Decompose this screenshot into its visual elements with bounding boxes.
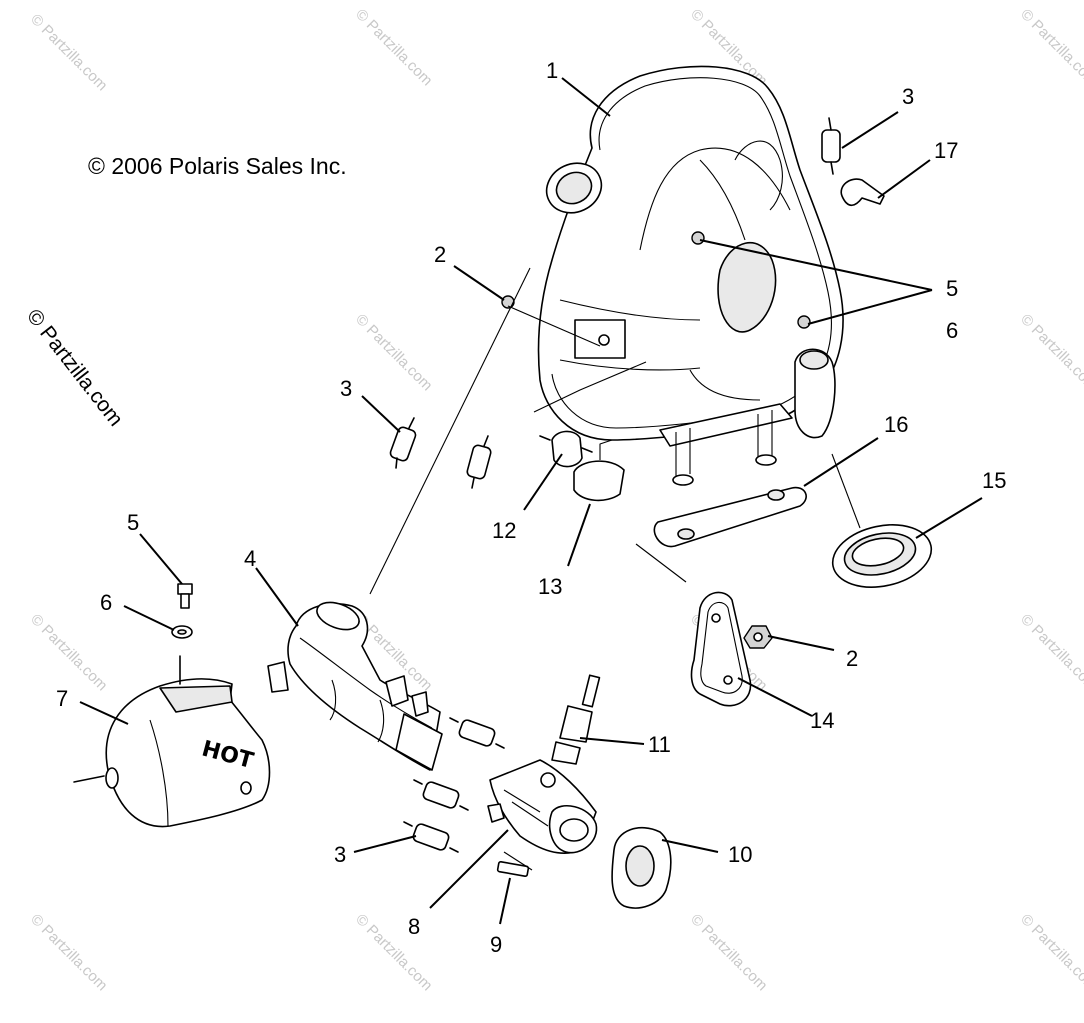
callout-12: 12 xyxy=(492,518,516,543)
exhaust-gasket-part xyxy=(611,826,672,909)
callout-15: 15 xyxy=(982,468,1006,493)
callout-8: 8 xyxy=(408,914,420,939)
callout-numbers: 1 2 2 3 3 3 4 5 5 6 6 7 8 9 10 11 12 13 … xyxy=(56,58,1006,957)
spring-part xyxy=(389,417,417,469)
clip-bracket-part xyxy=(840,178,885,207)
manifold-flange-part xyxy=(487,759,598,854)
callout-3: 3 xyxy=(902,84,914,109)
spring-part xyxy=(466,435,492,489)
ring-gasket-part xyxy=(831,524,933,588)
callout-5: 5 xyxy=(946,276,958,301)
spring-part xyxy=(403,821,459,853)
callout-17: 17 xyxy=(934,138,958,163)
callout-4: 4 xyxy=(244,546,256,571)
rubber-mount-part xyxy=(539,430,593,468)
washer-part xyxy=(171,625,193,639)
exhaust-pipe-part xyxy=(267,601,443,771)
callout-6: 6 xyxy=(946,318,958,343)
watermark-tile: © Partzilla.com xyxy=(1017,311,1084,394)
callout-6: 6 xyxy=(100,590,112,615)
leader-lines xyxy=(79,77,983,925)
flange-gasket-part xyxy=(690,591,752,707)
spring-part xyxy=(413,779,469,811)
watermark-tile: © Partzilla.com xyxy=(352,311,435,394)
callout-2: 2 xyxy=(434,242,446,267)
side-watermark: © Partzilla.com xyxy=(22,305,127,431)
watermark-tile: © Partzilla.com xyxy=(352,6,435,89)
heat-shield-part: HOT xyxy=(73,655,271,828)
oxygen-sensor-part xyxy=(540,674,601,788)
watermark-tile: © Partzilla.com xyxy=(1017,911,1084,994)
nut-part xyxy=(743,625,773,649)
watermark-tile: © Partzilla.com xyxy=(1017,611,1084,694)
watermark-tile: © Partzilla.com xyxy=(27,11,110,94)
callout-13: 13 xyxy=(538,574,562,599)
watermark-tile: © Partzilla.com xyxy=(27,611,110,694)
strap-part xyxy=(573,439,625,502)
spring-part xyxy=(821,117,841,175)
callout-7: 7 xyxy=(56,686,68,711)
callout-10: 10 xyxy=(728,842,752,867)
watermark-tile: © Partzilla.com xyxy=(27,911,110,994)
callout-16: 16 xyxy=(884,412,908,437)
bolt-part xyxy=(177,583,193,609)
copyright-text: © 2006 Polaris Sales Inc. xyxy=(88,153,347,179)
callout-1: 1 xyxy=(546,58,558,83)
stud-part xyxy=(496,860,530,878)
assembly-lines xyxy=(369,267,861,871)
watermark-tile: © Partzilla.com xyxy=(687,911,770,994)
mount-plate-part xyxy=(653,486,807,548)
callout-3: 3 xyxy=(334,842,346,867)
nut-part xyxy=(501,295,515,309)
callout-14: 14 xyxy=(810,708,834,733)
callout-9: 9 xyxy=(490,932,502,957)
callout-3: 3 xyxy=(340,376,352,401)
spring-part xyxy=(449,717,505,749)
watermark-tile: © Partzilla.com xyxy=(352,911,435,994)
watermark-tile: © Partzilla.com xyxy=(1017,6,1084,89)
callout-5: 5 xyxy=(127,510,139,535)
muffler-part xyxy=(537,65,844,486)
callout-2: 2 xyxy=(846,646,858,671)
callout-11: 11 xyxy=(648,732,671,757)
